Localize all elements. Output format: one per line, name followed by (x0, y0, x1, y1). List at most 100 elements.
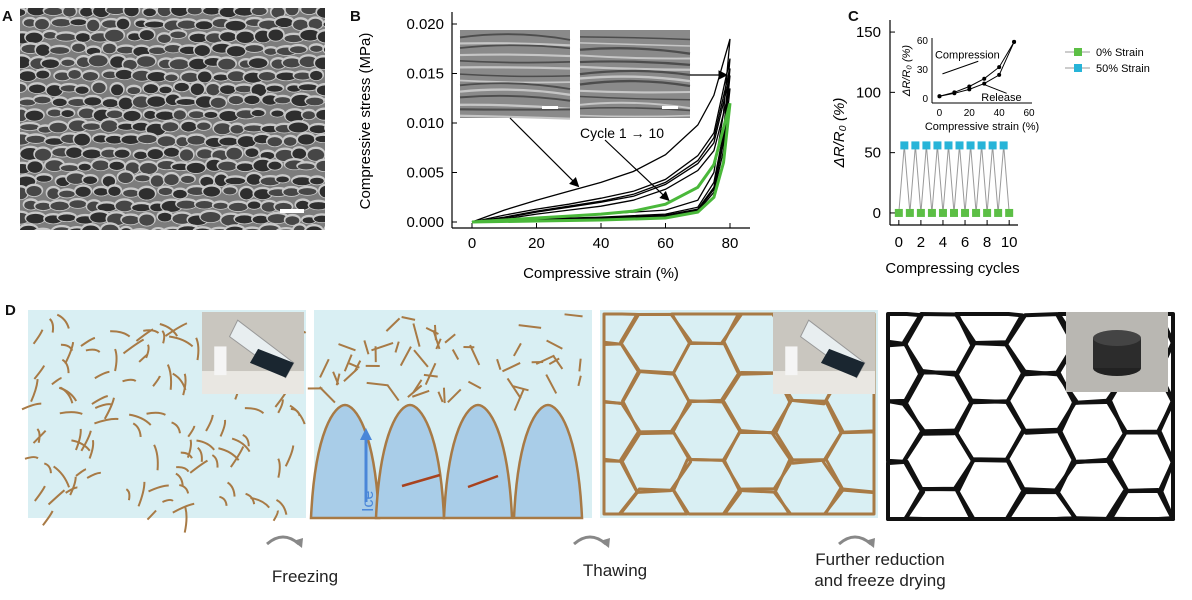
graphene-sheet (546, 339, 563, 350)
graphene-sheet (145, 344, 150, 359)
pore (251, 110, 265, 117)
pore (92, 160, 110, 171)
graphene-sheet (176, 466, 190, 473)
pore (309, 202, 328, 210)
pore (164, 44, 182, 53)
pore (204, 111, 218, 118)
graphene-sheet (442, 387, 446, 404)
pore (267, 137, 283, 147)
graphene-sheet (577, 375, 582, 387)
graphene-sheet (179, 484, 190, 494)
sem-fiber (579, 75, 691, 83)
pore (247, 201, 261, 209)
inset-x-tick-label: 40 (994, 108, 1006, 119)
graphene-sheet (85, 348, 101, 353)
x-tick-label: 40 (593, 235, 610, 252)
inset-point (952, 90, 957, 95)
pore (56, 33, 76, 41)
pore (267, 214, 288, 224)
pore (248, 58, 268, 68)
pore (45, 160, 64, 172)
sem-fiber (579, 101, 691, 110)
y-tick-label: 0 (873, 205, 881, 222)
pore (147, 96, 166, 107)
arrow-to-cycle10 (604, 139, 670, 202)
marker-0-strain (905, 208, 914, 217)
graphene-sheet (159, 323, 179, 337)
reduced-network-cell (886, 459, 926, 521)
graphene-sheet (338, 343, 356, 352)
sem-fiber (459, 94, 571, 102)
graphene-sheet (335, 373, 341, 386)
pore (66, 173, 86, 184)
sem-fiber (459, 73, 571, 78)
pore (203, 186, 220, 197)
graphene-sheet (137, 481, 146, 507)
caption-further-line2: and freeze drying (814, 571, 946, 590)
pore (236, 163, 254, 172)
pore (114, 149, 130, 158)
marker-50-strain (944, 141, 953, 150)
pore (299, 56, 318, 68)
photo-surface (773, 371, 875, 394)
pore (138, 134, 157, 144)
graphene-sheet (401, 316, 416, 321)
marker-50-strain (977, 141, 986, 150)
graphene-sheet (47, 489, 66, 506)
marker-50-strain (911, 141, 920, 150)
pore (213, 123, 232, 135)
pore (35, 19, 49, 30)
graphene-sheet (425, 326, 439, 335)
pore (108, 186, 121, 196)
graphene-sheet (496, 358, 502, 370)
legend-label: 0% Strain (1096, 47, 1144, 59)
graphene-sheet (219, 495, 228, 506)
graphene-sheet (61, 358, 70, 374)
pore (102, 176, 116, 187)
pore (245, 45, 264, 53)
pore (172, 163, 190, 171)
graphene-sheet (53, 465, 70, 488)
pore (76, 57, 91, 68)
graphene-sheet (343, 354, 353, 372)
pore (26, 213, 45, 224)
graphene-sheet (564, 313, 583, 318)
x-tick-label: 60 (657, 235, 674, 252)
pore (52, 98, 67, 107)
pore (275, 149, 295, 162)
graphene-sheet (122, 338, 145, 355)
marker-50-strain (922, 141, 931, 150)
graphene-sheet (385, 317, 401, 332)
pore (194, 45, 210, 56)
inset-scale-bar (662, 106, 678, 109)
pore (59, 190, 75, 198)
panel-a-letter: A (2, 8, 13, 25)
graphene-sheet (513, 342, 522, 357)
graphene-sheet (226, 481, 236, 497)
pore (49, 122, 67, 133)
pore (23, 19, 36, 27)
compression-arrow-right (467, 474, 499, 489)
pore (245, 148, 259, 157)
graphene-sheet (506, 377, 522, 399)
pore (181, 175, 195, 184)
pore (76, 33, 90, 42)
graphene-sheet (166, 364, 173, 390)
pore (61, 110, 74, 118)
graphene-sheet (513, 388, 525, 411)
pore (176, 200, 197, 209)
graphene-sheet (34, 485, 46, 502)
graphene-sheet (33, 365, 46, 380)
process-arrow-3 (838, 535, 872, 546)
inset-curve-release (939, 41, 1015, 97)
x-tick-label: 0 (468, 235, 476, 252)
inset-curve-compression (939, 41, 1015, 97)
graphene-sheet (59, 411, 83, 415)
sem-fiber (459, 53, 571, 58)
pore (289, 46, 307, 54)
honeycomb-cell (823, 487, 876, 516)
pore (170, 31, 186, 39)
marker-0-strain (983, 208, 992, 217)
marker-50-strain (933, 141, 942, 150)
pore (237, 136, 256, 148)
